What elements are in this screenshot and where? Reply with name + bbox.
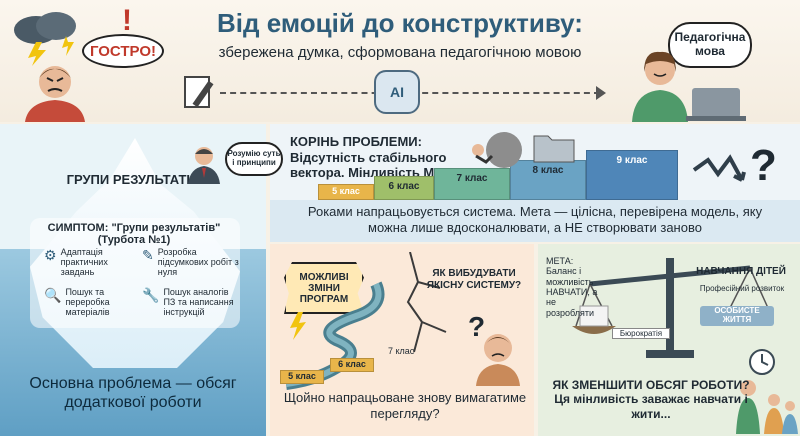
bureaucracy-label: Бюрократія — [612, 328, 670, 339]
page-title: Від емоцій до конструктиву: — [217, 8, 583, 38]
groups-title: ГРУПИ РЕЗУЛЬТАТІВ — [66, 172, 200, 187]
symptom-item-search: 🔍 Пошук та переробка матеріалів — [44, 287, 110, 317]
river-level-5: 5 клас — [280, 370, 324, 384]
question-arrow-icon: ? — [692, 141, 777, 190]
review-question: Щойно напрацьоване знову вимагатиме пере… — [283, 390, 527, 421]
root-strip — [270, 200, 800, 242]
storm-cloud-icon — [14, 12, 76, 66]
official-person-icon — [188, 147, 220, 184]
symptom-box — [30, 218, 240, 328]
symptom-item-adaptation: ⚙ Адаптація практичних завдань — [44, 247, 108, 277]
crack-lines — [406, 252, 447, 353]
reduce-workload-question: ЯК ЗМЕНШИТИ ОБСЯГ РОБОТИ? Ця мінливість … — [552, 378, 750, 421]
pedagogical-speech-bubble: Педагогічна мова — [668, 22, 752, 68]
symptom-item-tests: ✎ Розробка підсумкових робіт з нуля — [142, 247, 239, 277]
folder-icon — [533, 135, 575, 163]
how-build-question: ЯК ВИБУДУВАТИ ЯКІСНУ СИСТЕМУ? — [426, 268, 522, 291]
svg-text:?: ? — [750, 141, 777, 190]
teaching-children-label: НАВЧАННЯ ДІТЕЙ — [696, 266, 786, 277]
ai-robot-icon: AI — [374, 70, 420, 114]
personal-life-label: ОСОБИСТЕ ЖИТТЯ — [700, 306, 774, 326]
worried-person-icon: ? — [468, 311, 520, 386]
search-icon: 🔍 — [44, 287, 62, 303]
goal-text: МЕТА: Баланс і можливість НАВЧАТИ, а не … — [546, 256, 598, 318]
professional-development-label: Професійний розвиток — [699, 284, 785, 293]
step-grade-9: 9 клас — [586, 150, 678, 200]
tools-icon: 🔧 — [142, 287, 160, 303]
lightning-icon — [290, 312, 306, 340]
step-grade-6: 6 клас — [374, 176, 434, 200]
sharp-speech-bubble: ГОСТРО! — [82, 34, 164, 68]
main-problem-text: Основна проблема — обсяг додаткової робо… — [29, 375, 237, 412]
clock-icon — [749, 349, 775, 375]
symptom-label: СИМПТОМ: "Групи результатів" (Турбота №1… — [47, 222, 221, 246]
system-goal-text: Роками напрацьовується система. Мета — ц… — [307, 204, 763, 236]
river-level-6: 6 клас — [330, 358, 374, 372]
boulder-icon — [472, 132, 522, 168]
svg-text:?: ? — [468, 311, 485, 342]
document-icon: ✎ — [142, 247, 154, 263]
angry-person-icon — [25, 66, 85, 122]
changes-speech-bubble: МОЖЛИВІ ЗМІНИ ПРОГРАМ — [284, 262, 364, 314]
exclamation-icon: ! — [122, 4, 132, 37]
gear-icon: ⚙ — [44, 247, 57, 263]
step-grade-7: 7 клас — [434, 168, 510, 200]
arrow-head-icon — [596, 86, 606, 100]
calm-teacher-icon — [632, 51, 746, 122]
family-icon — [736, 380, 798, 434]
page-subtitle: збережена думка, сформована педагогічною… — [218, 44, 582, 61]
step-grade-5: 5 клас — [318, 184, 374, 200]
river-level-7: 7 клас — [388, 346, 415, 356]
understanding-speech-bubble: Розумію суть і принципи — [225, 142, 283, 176]
symptom-item-software: 🔧 Пошук аналогів ПЗ та написання інструк… — [142, 287, 234, 317]
